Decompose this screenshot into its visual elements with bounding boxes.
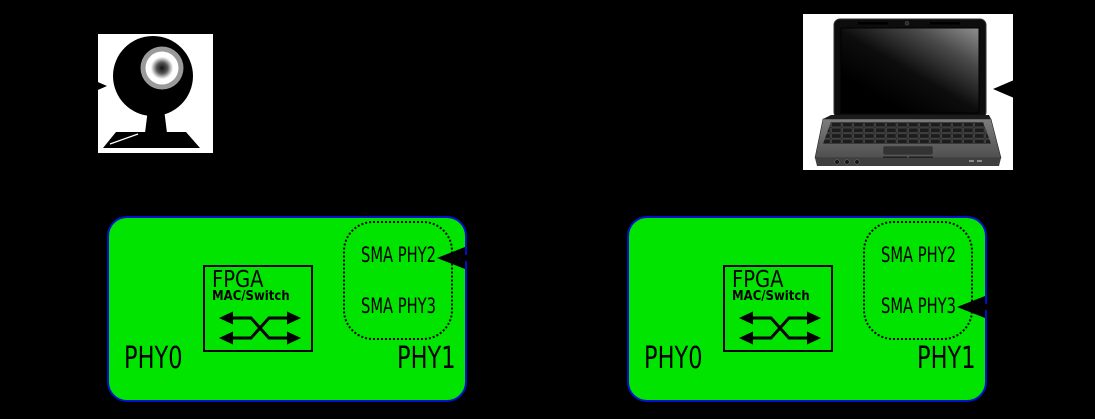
board1-phy1-label: PHY1 xyxy=(397,344,475,374)
laptop-icon xyxy=(814,18,1002,166)
board2-sma-phy2-text: SMA PHY2 xyxy=(881,243,956,267)
board2-fpga-label: FPGA xyxy=(732,269,793,292)
webcam-base-fold xyxy=(109,133,139,145)
board2-phy1-label: PHY1 xyxy=(917,344,995,374)
webcam-panel xyxy=(98,34,213,153)
board2-mac-switch-text: MAC/Switch xyxy=(732,289,810,304)
board1-sma-phy2-text: SMA PHY2 xyxy=(361,243,436,267)
connection-arrow-sma-phy3 xyxy=(957,296,1035,318)
board2-sma-phy2-label: SMA PHY2 xyxy=(881,245,988,266)
board2-sma-phy3-label: SMA PHY3 xyxy=(881,296,988,317)
board1-fpga-label: FPGA xyxy=(212,269,273,292)
board1-mac-switch-label: MAC/Switch xyxy=(212,290,298,303)
laptop-indicator-3 xyxy=(854,159,860,165)
board-1: PHY0 PHY1 FPGA MAC/Switch SMA PHY2 SMA P… xyxy=(107,216,467,402)
board-2: PHY0 PHY1 FPGA MAC/Switch SMA PHY2 SMA P… xyxy=(627,216,987,402)
board2-fpga-box: FPGA MAC/Switch xyxy=(723,265,833,352)
laptop-webcam-dot xyxy=(904,20,910,26)
board1-fpga-box: FPGA MAC/Switch xyxy=(203,265,313,352)
laptop-bezel-slot-left xyxy=(858,22,888,25)
connection-arrow-sma-phy2 xyxy=(437,247,515,269)
laptop-indicator-2 xyxy=(844,159,850,165)
board1-sma-phy3-text: SMA PHY3 xyxy=(361,294,436,318)
webcam-lens-center xyxy=(151,57,173,79)
crossover-arrows-icon xyxy=(219,311,301,345)
board1-sma-phy3-label: SMA PHY3 xyxy=(361,296,468,317)
webcam-icon xyxy=(103,36,200,148)
laptop-keys xyxy=(823,122,991,144)
board1-mac-switch-text: MAC/Switch xyxy=(212,289,290,304)
board1-fpga-text: FPGA xyxy=(212,267,264,293)
connection-arrow-laptop xyxy=(993,80,1060,98)
board1-sma-phy2-label: SMA PHY2 xyxy=(361,245,468,266)
board1-phy0-label: PHY0 xyxy=(124,344,202,374)
board2-fpga-text: FPGA xyxy=(732,267,784,293)
board1-phy1-text: PHY1 xyxy=(397,341,456,376)
laptop-indicator-1 xyxy=(834,159,840,165)
laptop-port-mark-2 xyxy=(977,160,982,162)
board2-mac-switch-label: MAC/Switch xyxy=(732,290,818,303)
laptop-panel xyxy=(803,14,1013,170)
connection-arrow-webcam xyxy=(40,76,107,96)
laptop-port-mark-1 xyxy=(969,160,974,162)
board2-sma-group: SMA PHY2 SMA PHY3 xyxy=(863,221,973,340)
board2-phy0-label: PHY0 xyxy=(644,344,722,374)
laptop-screen xyxy=(840,27,980,114)
laptop-touchpad xyxy=(882,145,934,156)
webcam-base xyxy=(103,132,200,148)
crossover-arrows-icon xyxy=(739,311,821,345)
laptop-hinge xyxy=(823,115,991,119)
board2-phy1-text: PHY1 xyxy=(917,341,976,376)
laptop-bottom-strip xyxy=(815,158,1001,166)
board1-sma-group: SMA PHY2 SMA PHY3 xyxy=(343,221,453,340)
board2-phy0-text: PHY0 xyxy=(644,341,703,376)
board2-sma-phy3-text: SMA PHY3 xyxy=(881,294,956,318)
laptop-bezel-slot-right xyxy=(930,22,960,25)
board1-phy0-text: PHY0 xyxy=(124,341,183,376)
